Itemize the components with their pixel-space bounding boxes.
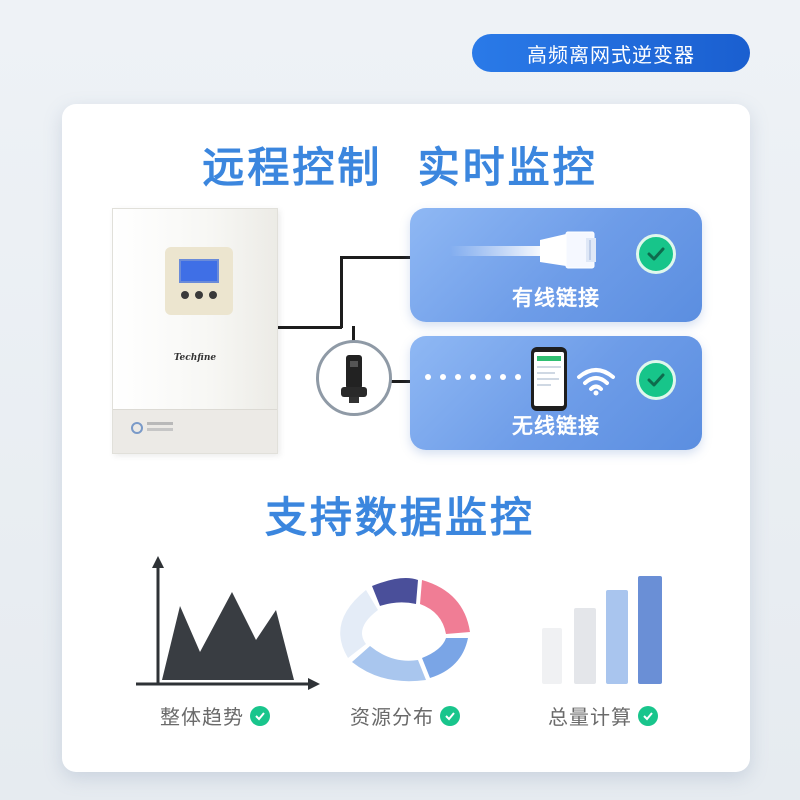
feature-label: 总量计算 (548, 705, 632, 729)
wire-segment (340, 256, 412, 259)
control-panel (165, 247, 233, 315)
product-badge: 高频离网式逆变器 (472, 34, 750, 72)
feature-label: 资源分布 (350, 705, 434, 729)
feature-resource-distribution: 资源分布 (350, 701, 460, 730)
headline-remote-control: 远程控制 实时监控 (202, 143, 598, 192)
wired-connection-label: 有线链接 (512, 286, 600, 310)
wire-segment (390, 380, 412, 383)
bar-chart-icon (542, 576, 662, 684)
wired-connection-panel: 有线链接 (410, 208, 702, 322)
wifi-dongle (316, 340, 392, 416)
wifi-icon (577, 368, 615, 396)
dongle-icon (341, 355, 367, 403)
device-logo-icon (131, 422, 143, 434)
headline-data-monitoring: 支持数据监控 (264, 493, 535, 542)
dotted-link-icon (425, 374, 521, 380)
wired-check-icon (636, 234, 676, 274)
wire-segment (340, 256, 343, 328)
ethernet-plug-icon (450, 231, 596, 269)
wireless-connection-label: 无线链接 (512, 414, 600, 438)
check-icon (440, 705, 460, 726)
wire-segment (352, 326, 355, 344)
feature-total-calculation: 总量计算 (548, 701, 658, 730)
feature-overall-trend: 整体趋势 (160, 701, 270, 730)
area-chart-icon (136, 556, 320, 690)
check-icon (250, 705, 270, 726)
feature-label: 整体趋势 (160, 705, 244, 729)
device-base (113, 409, 277, 453)
ring-chart-icon (340, 578, 470, 682)
wireless-connection-panel: 无线链接 (410, 336, 702, 450)
inverter-device: Techfine (112, 208, 278, 454)
smartphone-icon (531, 347, 567, 411)
wire-segment (278, 326, 342, 329)
wireless-check-icon (636, 360, 676, 400)
panel-buttons (181, 291, 217, 299)
lcd-screen (179, 259, 219, 283)
check-icon (638, 705, 658, 726)
device-brand: Techfine (173, 353, 217, 363)
